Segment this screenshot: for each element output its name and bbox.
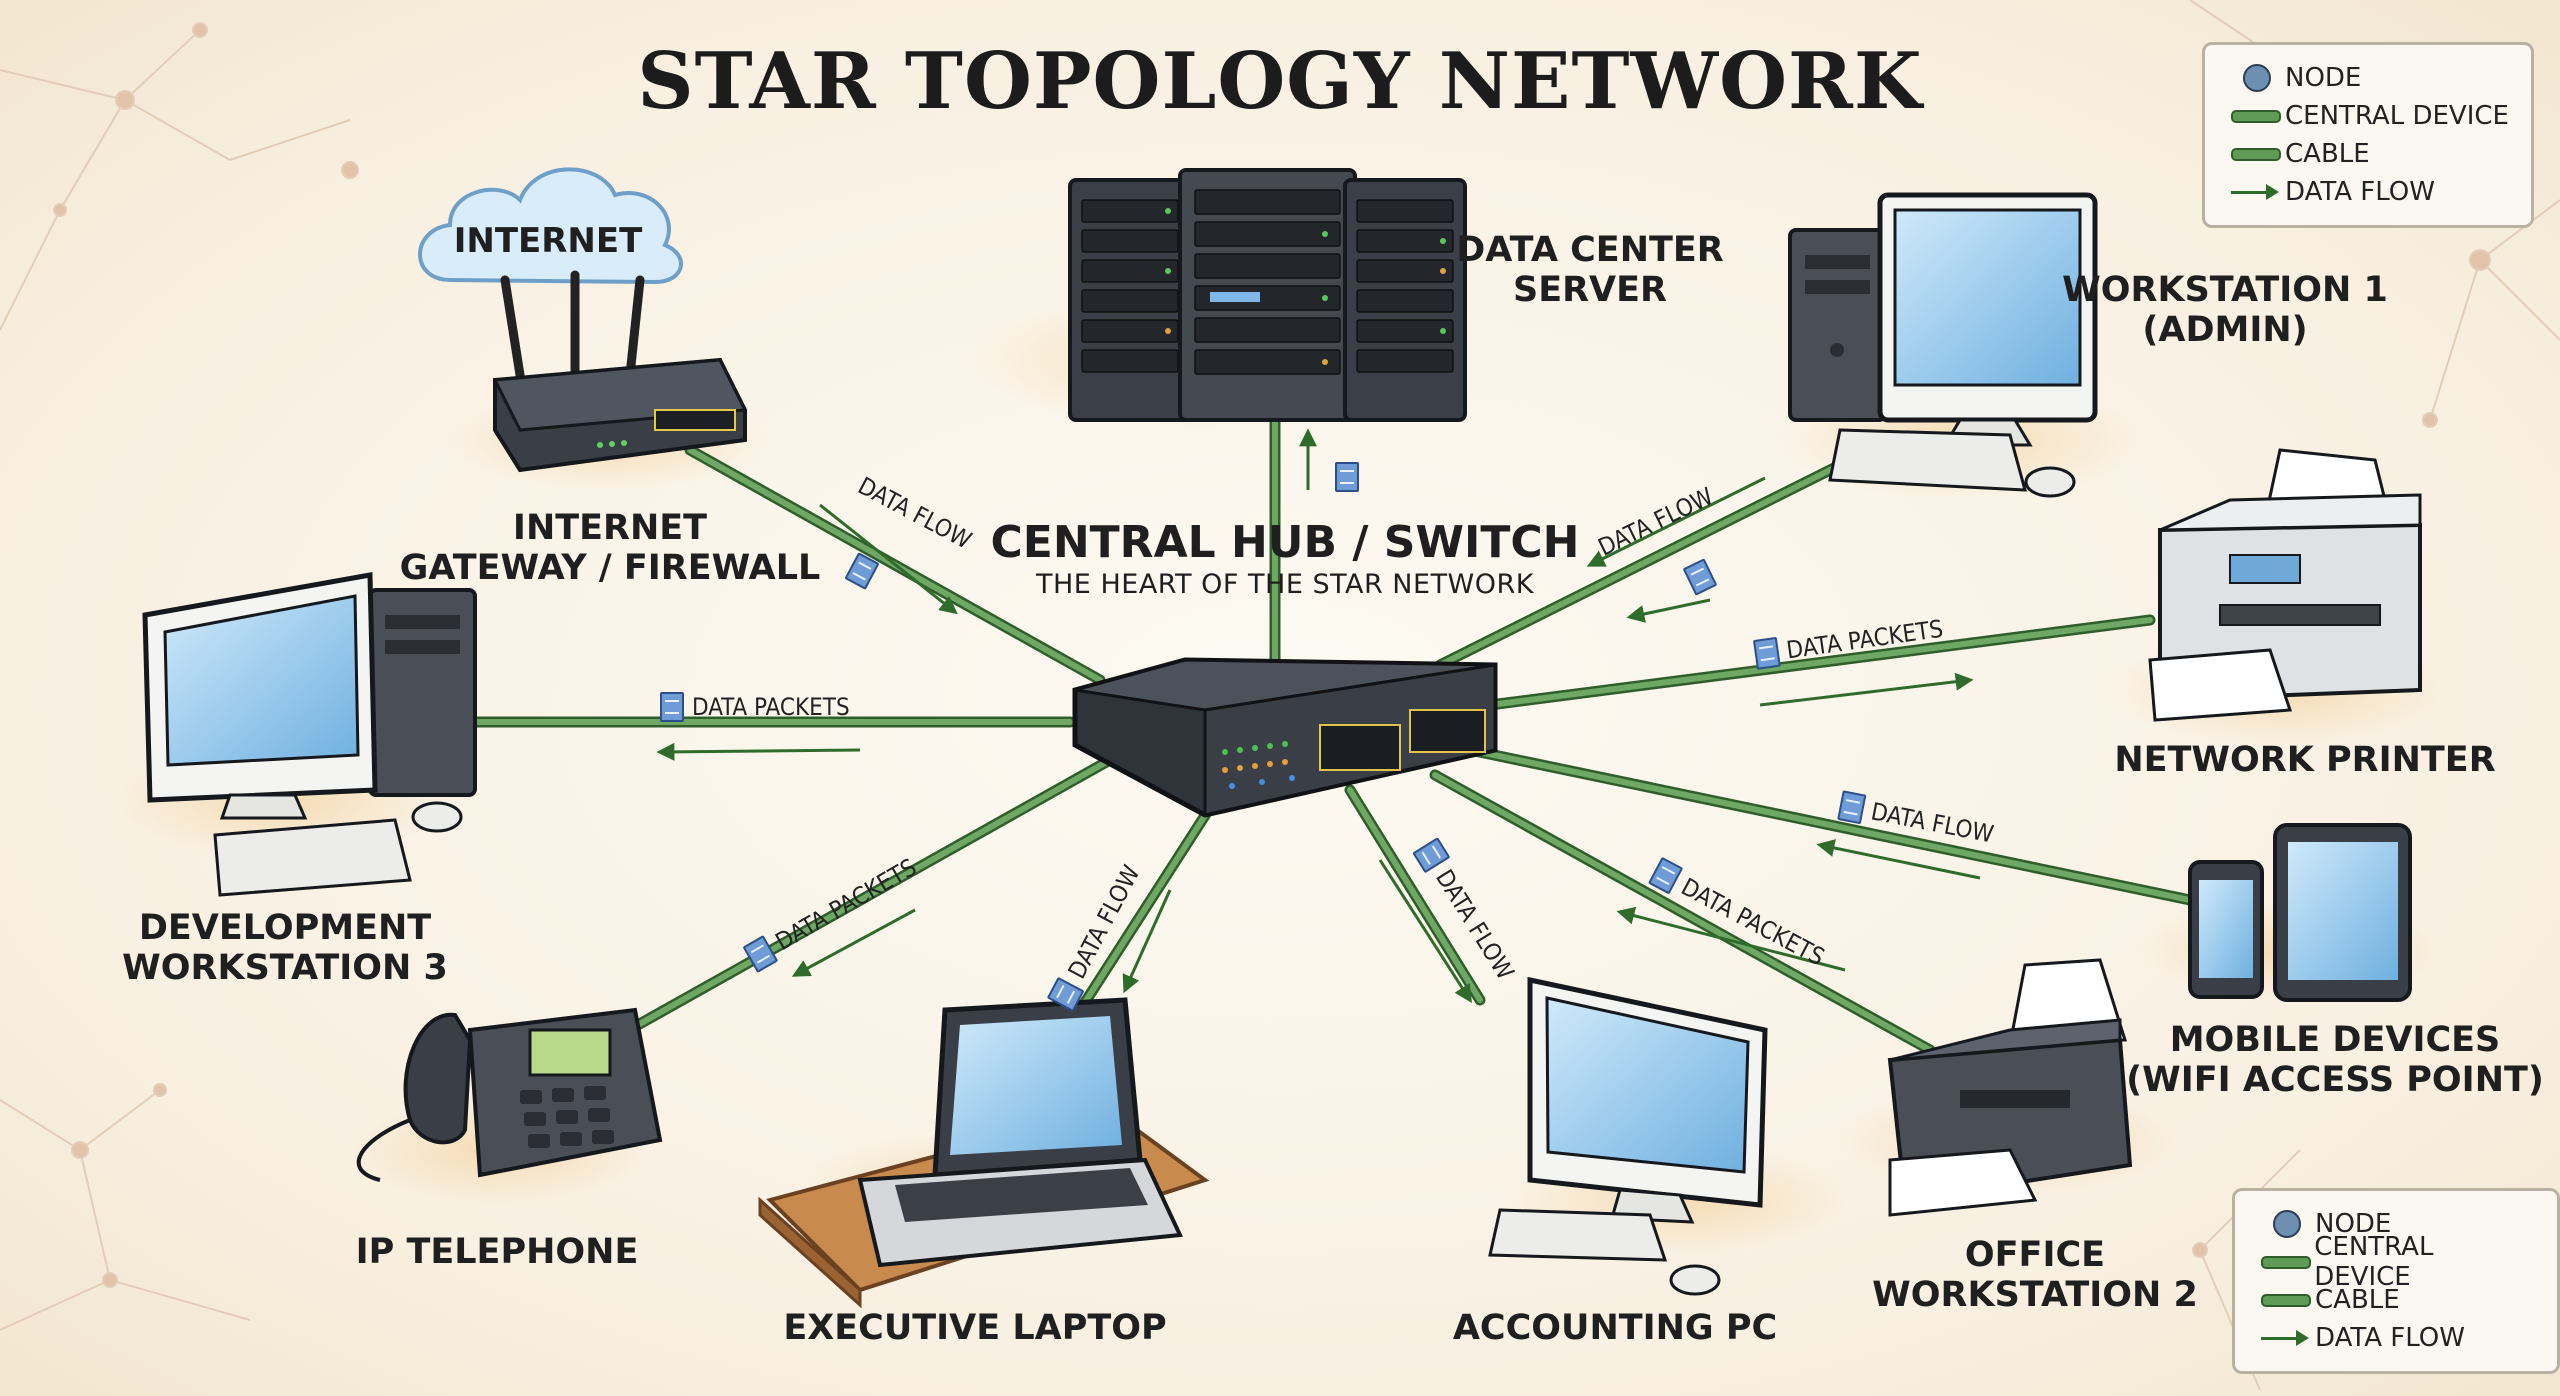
ip-telephone-icon[interactable] (356, 1007, 663, 1182)
label-mobile-devices: MOBILE DEVICES(WIFI ACCESS POINT) (2126, 1020, 2544, 1101)
flow-arrows (656, 428, 1981, 1004)
legend-bottom: NODE CENTRAL DEVICE CABLE DATA FLOW (2232, 1188, 2560, 1374)
central-device-symbol-icon (2261, 1255, 2311, 1269)
router-icon[interactable] (492, 270, 748, 473)
workstation-1-icon[interactable] (1788, 192, 2098, 498)
central-device-symbol-icon (2231, 109, 2281, 123)
cables (464, 409, 2196, 1056)
legend-row-central-device: CENTRAL DEVICE (2231, 97, 2509, 135)
arrow-symbol-icon (2261, 1329, 2309, 1346)
document-icon (1335, 462, 1359, 492)
hub-subtitle: THE HEART OF THE STAR NETWORK (1036, 568, 1534, 600)
hub-label: CENTRAL HUB / SWITCH THE HEART OF THE ST… (990, 517, 1580, 600)
central-switch-icon[interactable] (1072, 657, 1498, 818)
hub-title: CENTRAL HUB / SWITCH (990, 517, 1580, 568)
development-workstation-icon[interactable] (142, 572, 477, 897)
legend-row-data-flow: DATA FLOW (2261, 1319, 2535, 1357)
legend-row-node: NODE (2231, 59, 2509, 97)
internet-cloud-icon (418, 167, 683, 285)
label-ip-telephone: IP TELEPHONE (355, 1232, 639, 1272)
mobile-devices-icon[interactable] (2188, 823, 2412, 1002)
accounting-pc-icon[interactable] (1488, 976, 1768, 1296)
label-workstation-1: WORKSTATION 1(ADMIN) (2062, 270, 2388, 351)
legend-row-cable: CABLE (2231, 135, 2509, 173)
network-printer-icon[interactable] (2148, 448, 2422, 722)
executive-laptop-icon[interactable] (758, 997, 1210, 1309)
legend-row-data-flow: DATA FLOW (2231, 173, 2509, 211)
document-icon (1752, 636, 1781, 670)
cable-symbol-icon (2231, 147, 2281, 161)
label-executive-laptop: EXECUTIVE LAPTOP (783, 1308, 1167, 1348)
legend-row-node: NODE (2261, 1205, 2535, 1243)
label-network-printer: NETWORK PRINTER (2114, 740, 2496, 780)
legend-row-central-device: CENTRAL DEVICE (2261, 1232, 2535, 1292)
node-symbol-icon (2273, 1210, 2301, 1238)
cable-symbol-icon (2261, 1293, 2311, 1307)
label-accounting-pc: ACCOUNTING PC (1452, 1308, 1778, 1348)
page-title: STAR TOPOLOGY NETWORK (637, 36, 1923, 127)
arrow-symbol-icon (2231, 183, 2279, 200)
document-icon (660, 692, 684, 722)
document-icon (1837, 790, 1867, 825)
flow-label-devstation: DATA PACKETS (660, 692, 850, 722)
cloud-label: INTERNET (453, 221, 643, 261)
legend-top: NODE CENTRAL DEVICE CABLE DATA FLOW (2202, 42, 2534, 228)
office-workstation-icon[interactable] (1887, 958, 2133, 1217)
node-symbol-icon (2243, 64, 2271, 92)
server-icon[interactable] (1068, 168, 1467, 422)
legend-row-cable: CABLE (2261, 1281, 2535, 1319)
